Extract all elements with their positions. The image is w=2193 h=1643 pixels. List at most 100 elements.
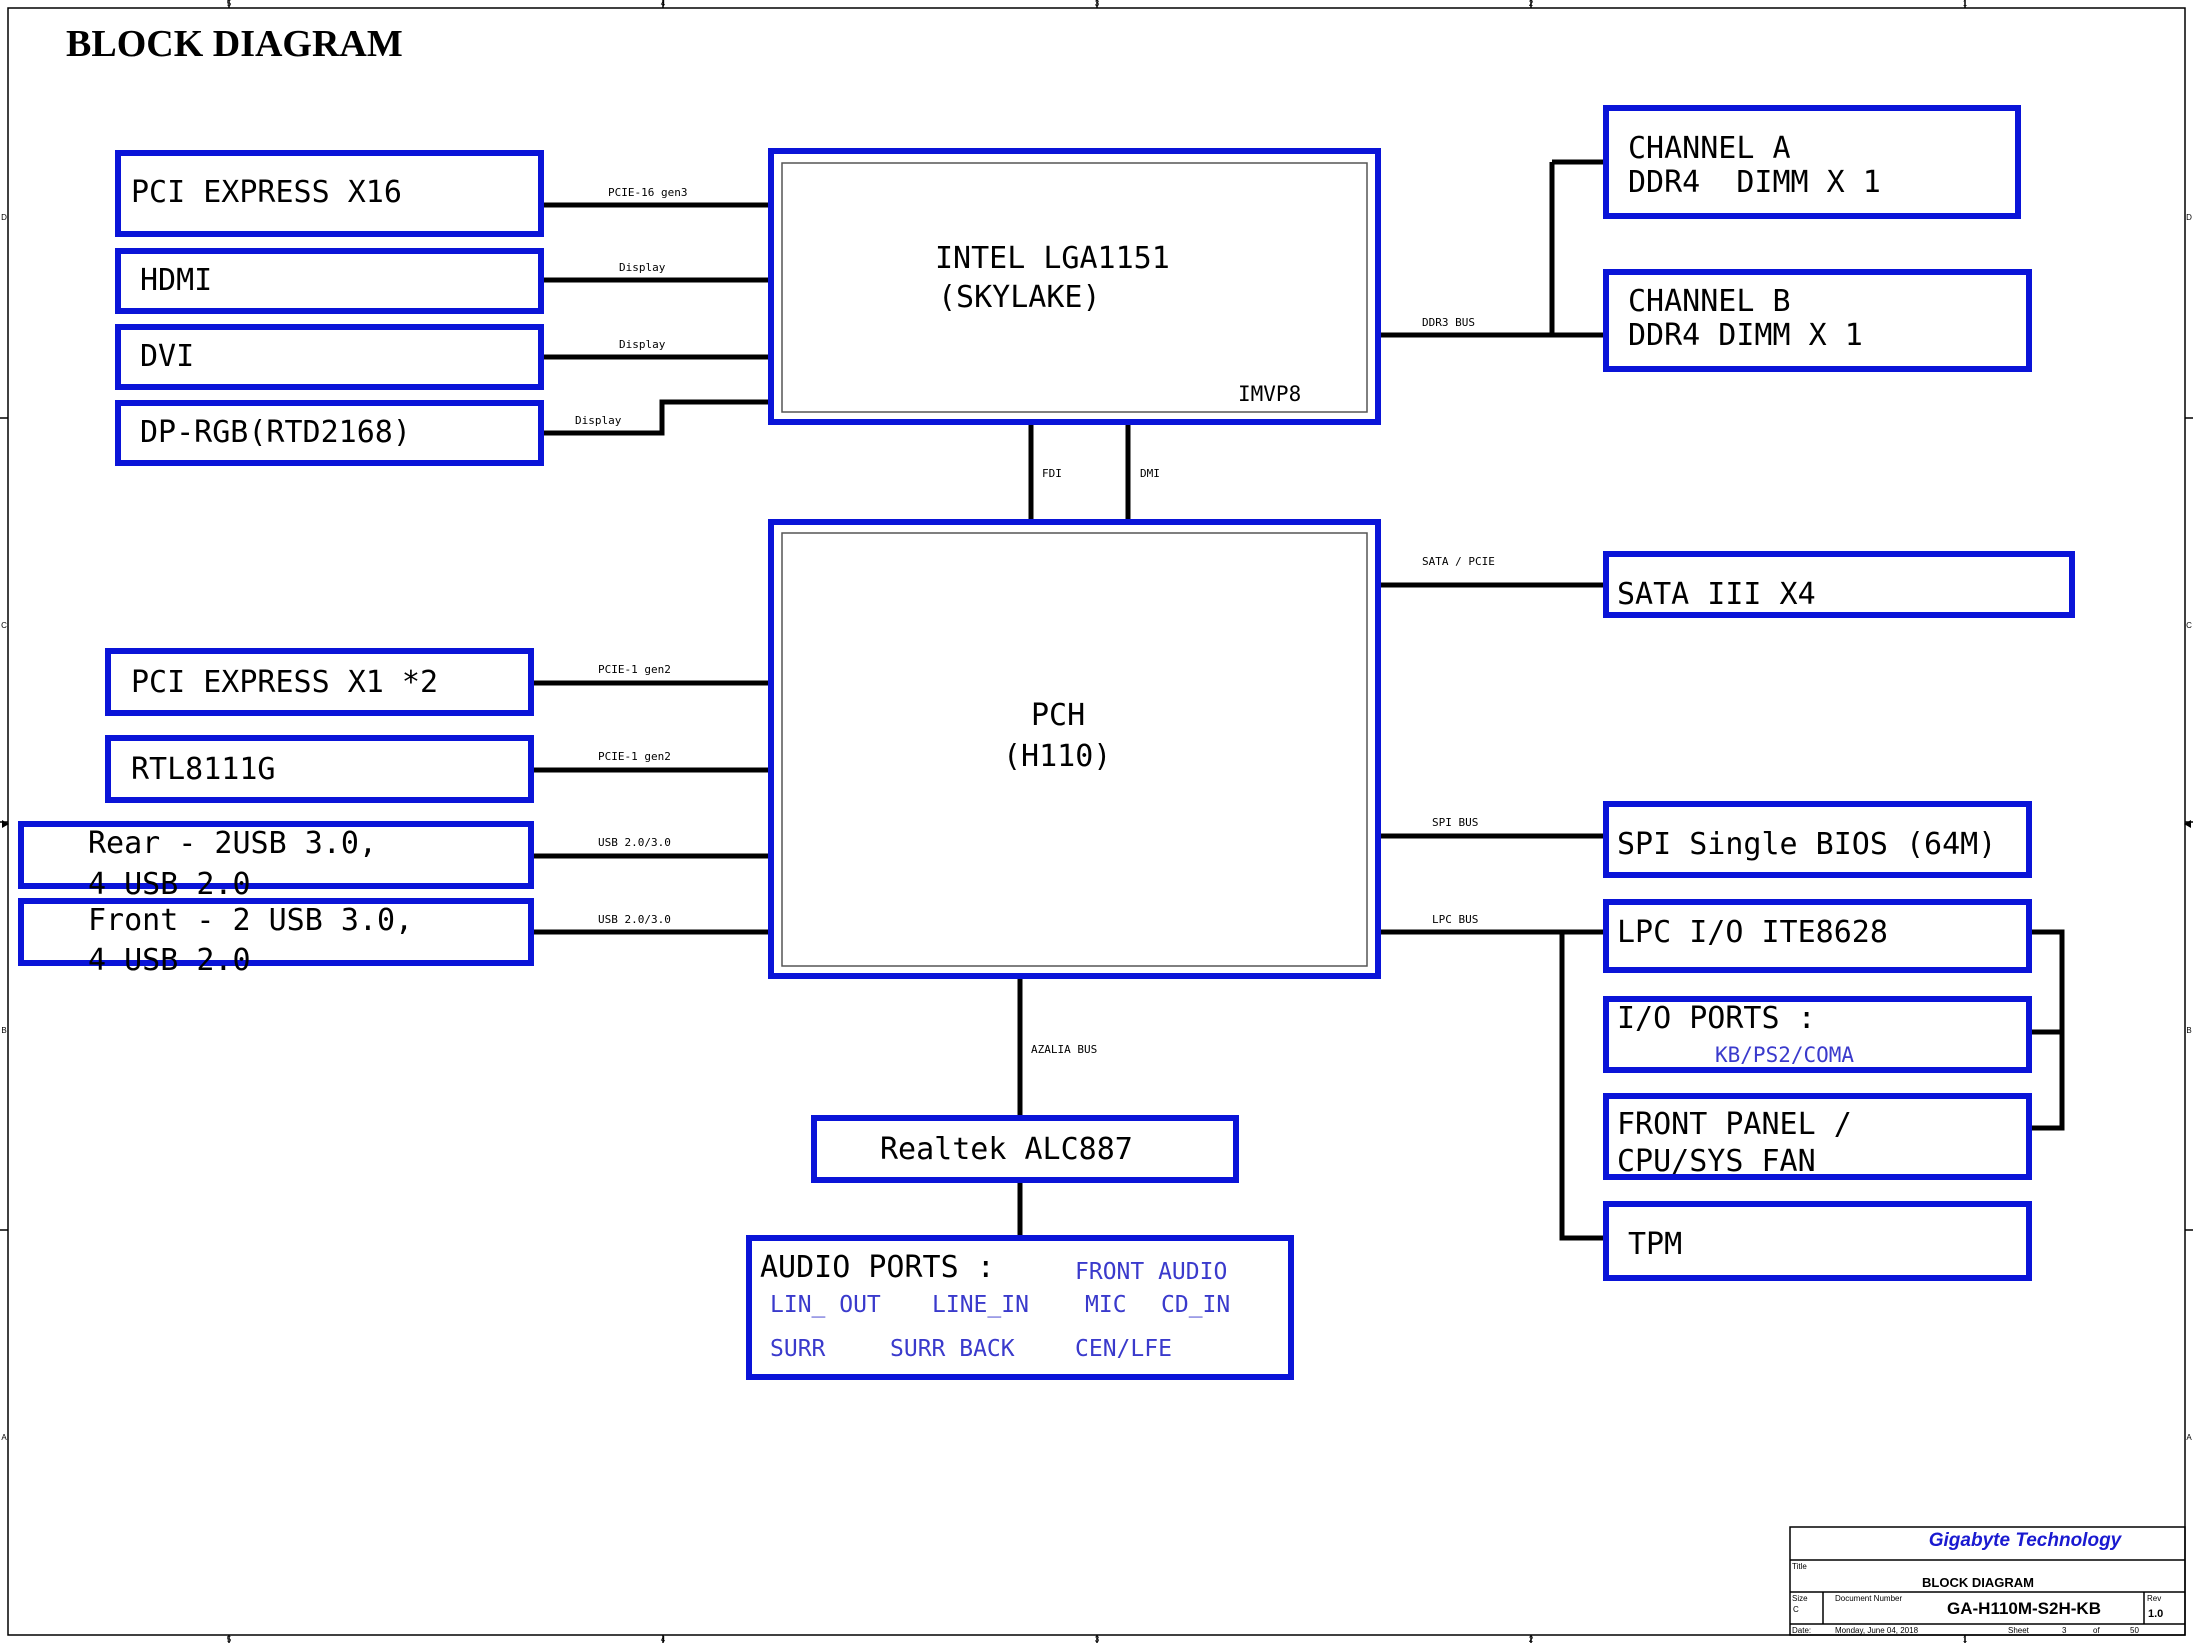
zone-bottom-5: 1 bbox=[1963, 1635, 1968, 1643]
hdmi-label: HDMI bbox=[140, 263, 212, 298]
tb-docnum-value: GA-H110M-S2H-KB bbox=[1947, 1599, 2101, 1618]
zone-left-a: A bbox=[1, 1433, 7, 1442]
front-usb-box bbox=[18, 898, 534, 966]
company-name: Gigabyte Technology bbox=[1929, 1530, 2123, 1551]
pcie16-box bbox=[115, 150, 544, 237]
tb-sheet-label: Sheet bbox=[2008, 1626, 2030, 1635]
center-mark-right bbox=[2184, 820, 2191, 828]
audio-line-in: LINE_IN bbox=[932, 1292, 1029, 1318]
rear-usb-line2: 4 USB 2.0 bbox=[88, 867, 251, 902]
sata-box bbox=[1603, 551, 2075, 618]
audio-ports-label: AUDIO PORTS : bbox=[760, 1250, 995, 1285]
zone-top-2: 4 bbox=[661, 0, 666, 8]
io-ports-line2: KB/PS2/COMA bbox=[1715, 1043, 1854, 1067]
bus-label-pcie16: PCIE-16 gen3 bbox=[608, 186, 687, 199]
zone-top-5: 1 bbox=[1963, 0, 1968, 8]
channel-a-box bbox=[1603, 105, 2021, 219]
channel-a-line1: CHANNEL A bbox=[1628, 131, 1791, 166]
audio-front-audio: FRONT AUDIO bbox=[1075, 1259, 1227, 1285]
rtl-box bbox=[105, 735, 534, 803]
tb-title-label: Title bbox=[1792, 1562, 1807, 1571]
tb-rev-label: Rev bbox=[2147, 1594, 2161, 1603]
spi-box bbox=[1603, 801, 2032, 878]
bus-label-fdi: FDI bbox=[1042, 467, 1062, 480]
zone-left-d: D bbox=[1, 213, 7, 222]
bus-label-usb-front: USB 2.0/3.0 bbox=[598, 913, 671, 926]
tb-title-value: BLOCK DIAGRAM bbox=[1922, 1575, 2034, 1590]
bus-label-usb-rear: USB 2.0/3.0 bbox=[598, 836, 671, 849]
center-mark-left bbox=[2, 820, 9, 828]
tb-date-label: Date: bbox=[1792, 1626, 1811, 1635]
tpm-label: TPM bbox=[1628, 1227, 1682, 1262]
tb-size-value: C bbox=[1793, 1605, 1799, 1614]
zone-right-d: D bbox=[2186, 213, 2192, 222]
zone-top-4: 2 bbox=[1529, 0, 1534, 8]
audio-ports-box bbox=[746, 1235, 1294, 1380]
bus-label-dmi: DMI bbox=[1140, 467, 1160, 480]
dvi-label: DVI bbox=[140, 339, 194, 374]
rear-usb-box bbox=[18, 821, 534, 889]
pch-box bbox=[768, 519, 1381, 979]
zone-right-a: A bbox=[2186, 1433, 2192, 1442]
front-usb-line2: 4 USB 2.0 bbox=[88, 943, 251, 978]
zone-right-b: B bbox=[2186, 1026, 2191, 1035]
cpu-box bbox=[768, 148, 1381, 425]
zone-top-1: 5 bbox=[227, 0, 232, 8]
pch-label-line2: (H110) bbox=[1003, 739, 1111, 774]
io-ports-box bbox=[1603, 996, 2032, 1073]
tb-size-label: Size bbox=[1792, 1594, 1808, 1603]
channel-a-line2: DDR4 DIMM X 1 bbox=[1628, 165, 1881, 200]
bus-label-sata: SATA / PCIE bbox=[1422, 555, 1495, 568]
dvi-box bbox=[115, 324, 544, 390]
codec-box bbox=[811, 1115, 1239, 1183]
bus-label-lpc: LPC BUS bbox=[1432, 913, 1478, 926]
pcie1-label: PCI EXPRESS X1 *2 bbox=[131, 665, 438, 700]
channel-b-box bbox=[1603, 269, 2032, 372]
zone-bottom-1: 5 bbox=[227, 1635, 232, 1643]
tb-docnum-label: Document Number bbox=[1835, 1594, 1902, 1603]
channel-b-line2: DDR4 DIMM X 1 bbox=[1628, 318, 1863, 353]
spi-label: SPI Single BIOS (64M) bbox=[1617, 827, 1996, 862]
audio-cd-in: CD_IN bbox=[1161, 1292, 1230, 1318]
component-boxes bbox=[18, 105, 2075, 1380]
audio-surr: SURR bbox=[770, 1336, 826, 1362]
tb-sheet-value: 3 bbox=[2062, 1626, 2067, 1635]
dprgb-label: DP-RGB(RTD2168) bbox=[140, 415, 411, 450]
audio-cen-lfe: CEN/LFE bbox=[1075, 1336, 1172, 1362]
codec-label: Realtek ALC887 bbox=[880, 1132, 1133, 1167]
page-title: BLOCK DIAGRAM bbox=[66, 23, 403, 65]
front-panel-line1: FRONT PANEL / bbox=[1617, 1107, 1852, 1142]
bus-lines bbox=[532, 159, 2065, 1241]
dprgb-box bbox=[115, 400, 544, 466]
zone-left-b: B bbox=[1, 1026, 6, 1035]
zone-bottom-2: 4 bbox=[661, 1635, 666, 1643]
chip-inner-frames bbox=[781, 162, 1368, 967]
lpc-label: LPC I/O ITE8628 bbox=[1617, 915, 1888, 950]
hdmi-box bbox=[115, 248, 544, 314]
bus-label-display-dvi: Display bbox=[619, 338, 666, 351]
zone-bottom-3: 3 bbox=[1095, 1635, 1100, 1643]
tb-total-value: 50 bbox=[2130, 1626, 2139, 1635]
bus-label-pcie1-b: PCIE-1 gen2 bbox=[598, 750, 671, 763]
cpu-label-line2: (SKYLAKE) bbox=[938, 280, 1101, 315]
rear-usb-line1: Rear - 2USB 3.0, bbox=[88, 826, 377, 861]
cpu-label-line1: INTEL LGA1151 bbox=[935, 241, 1170, 276]
front-usb-line1: Front - 2 USB 3.0, bbox=[88, 903, 413, 938]
lpc-box bbox=[1603, 899, 2032, 973]
title-block: Gigabyte Technology Title BLOCK DIAGRAM … bbox=[1789, 1526, 2186, 1636]
audio-surr-back: SURR BACK bbox=[890, 1336, 1015, 1362]
bus-label-display-hdmi: Display bbox=[619, 261, 666, 274]
zone-left-c: C bbox=[1, 621, 7, 630]
rtl-label: RTL8111G bbox=[131, 752, 276, 787]
bus-label-ddr: DDR3 BUS bbox=[1422, 316, 1475, 329]
pcie1-box bbox=[105, 648, 534, 716]
tpm-box bbox=[1603, 1201, 2032, 1281]
bus-label-display-dp: Display bbox=[575, 414, 622, 427]
channel-b-line1: CHANNEL B bbox=[1628, 284, 1791, 319]
front-panel-line2: CPU/SYS FAN bbox=[1617, 1144, 1816, 1179]
audio-lin-out: LIN_ OUT bbox=[770, 1292, 881, 1318]
audio-mic: MIC bbox=[1085, 1292, 1127, 1318]
